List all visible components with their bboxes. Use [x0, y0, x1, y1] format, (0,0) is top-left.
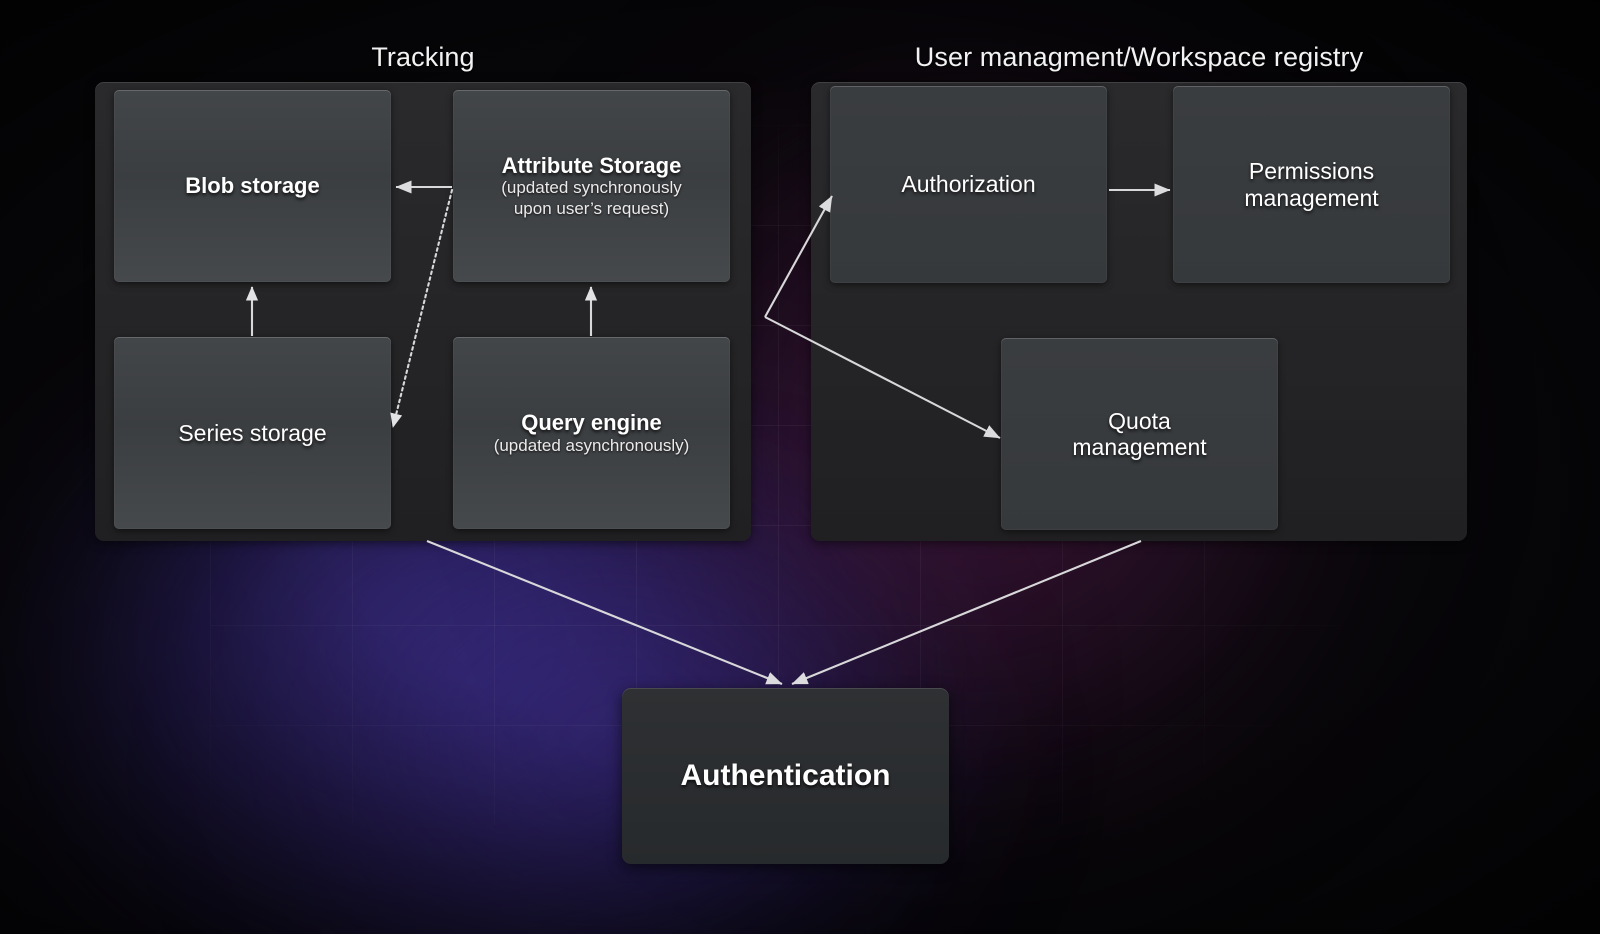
group-title-tracking: Tracking — [371, 42, 475, 72]
node-authentication-title: Authentication — [680, 758, 891, 792]
node-authorization-title: Authorization — [901, 171, 1036, 198]
group-title-user-management: User managment/Workspace registry — [914, 42, 1364, 72]
node-authorization[interactable]: Authorization — [830, 86, 1107, 283]
node-series-storage-title: Series storage — [178, 419, 327, 446]
node-authentication[interactable]: Authentication — [622, 688, 949, 864]
node-attribute-storage-title: Attribute Storage — [501, 153, 682, 179]
node-query-engine-subtitle: (updated asynchronously) — [493, 435, 690, 455]
node-query-engine[interactable]: Query engine (updated asynchronously) — [453, 337, 730, 529]
node-attribute-storage[interactable]: Attribute Storage (updated synchronously… — [453, 90, 730, 282]
node-blob-storage-title: Blob storage — [185, 173, 320, 199]
node-blob-storage[interactable]: Blob storage — [114, 90, 391, 282]
node-query-engine-title: Query engine — [521, 410, 662, 436]
node-series-storage[interactable]: Series storage — [114, 337, 391, 529]
